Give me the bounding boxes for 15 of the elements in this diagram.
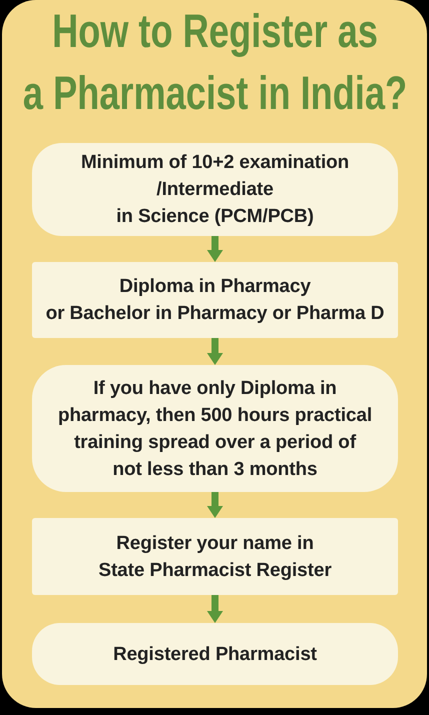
title: How to Register as a Pharmacist in India? (22, 3, 407, 121)
step-text: If you have only Diploma in pharmacy, then 500 hours practical training spread over a period of not less than 3 months (58, 376, 372, 482)
step-text: Minimum of 10+2 examination /Intermediate in Science (PCM/PCB) (80, 151, 350, 229)
step-box (32, 262, 398, 338)
step-text: Register your name in State Pharmacist Register (98, 532, 332, 582)
rounded-step-box (32, 365, 398, 492)
rounded-step-box (32, 623, 398, 685)
rounded-step-box (32, 143, 398, 236)
arrow (207, 236, 223, 262)
step-text: Registered Pharmacist (113, 642, 317, 666)
arrow (207, 338, 223, 365)
arrow (207, 595, 223, 623)
arrow (207, 492, 223, 518)
step-text: Diploma in Pharmacy or Bachelor in Pharmacy or Pharma D (46, 275, 384, 326)
step-box (32, 518, 398, 595)
